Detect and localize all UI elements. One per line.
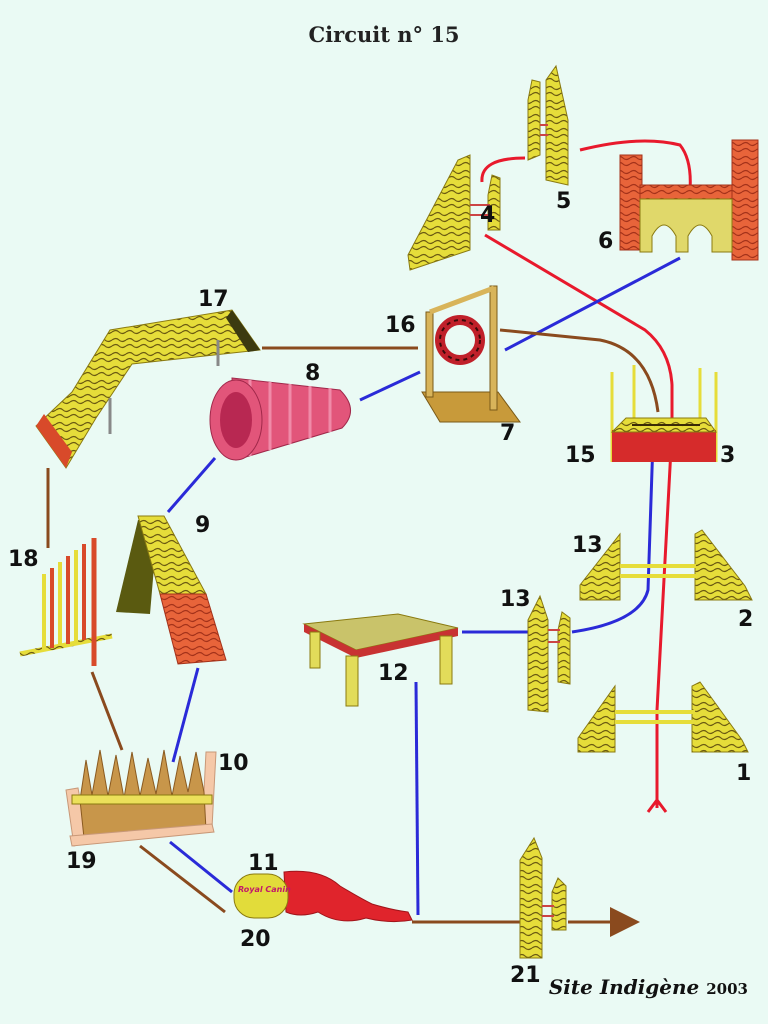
- obstacle-13: 13: [500, 587, 571, 713]
- obstacle-4: 4: [407, 154, 501, 271]
- table-icon: [302, 613, 459, 707]
- obstacle-6: 6: [598, 139, 759, 261]
- path-red-5-6: [579, 139, 692, 191]
- obstacle-20: 20: [240, 927, 271, 952]
- wing-jump-icon: [407, 154, 501, 271]
- obstacle-9: 9: [116, 513, 227, 665]
- path-red-start-fork: [646, 797, 668, 813]
- obstacle-number: 8: [305, 361, 320, 386]
- weave-poles-icon: [19, 538, 113, 666]
- obstacle-1: 1: [577, 681, 751, 786]
- path-blue-9-10: [171, 667, 200, 763]
- obstacle-number: 3: [720, 443, 735, 468]
- obstacle-2: 2: [738, 607, 753, 632]
- page-title: Circuit n° 15: [308, 22, 460, 47]
- path-red-start: [484, 233, 674, 808]
- obstacle-number: 5: [556, 189, 571, 214]
- obstacle-8: 8: [209, 361, 351, 461]
- path-blue-11-12: [414, 681, 420, 916]
- path-red-4-5: [480, 156, 526, 183]
- obstacle-11: Royal Canin 11: [233, 851, 413, 923]
- obstacle-number: 11: [248, 851, 279, 876]
- dog-walk-icon: [35, 309, 261, 469]
- spread-jump-icon: [579, 529, 753, 601]
- path-blue-13-14: [571, 439, 655, 634]
- obstacle-number: 10: [218, 751, 249, 776]
- chute-brand-label: Royal Canin: [238, 885, 291, 894]
- obstacle-12: 12: [302, 613, 459, 707]
- path-blue-10-11: [169, 840, 233, 894]
- obstacle-number: 1: [736, 761, 751, 786]
- obstacle-number: 19: [66, 849, 97, 874]
- credit-text: Site Indigène: [548, 975, 700, 999]
- obstacle-7: 7: [500, 421, 515, 446]
- obstacle-3: 3: [720, 443, 735, 468]
- obstacle-17: 17: [35, 287, 261, 469]
- obstacle-number: 4: [480, 203, 495, 228]
- chute-tunnel-icon: Royal Canin: [233, 870, 413, 923]
- wall-arch-icon: [619, 139, 759, 261]
- path-lines: [46, 139, 692, 937]
- obstacle-number: 2: [738, 607, 753, 632]
- path-brown-18-19: [90, 671, 124, 751]
- credit-year: 2003: [706, 980, 748, 998]
- obstacle-14: 13: [572, 529, 753, 601]
- obstacle-number: 6: [598, 229, 613, 254]
- path-blue-7-8: [359, 370, 421, 402]
- wing-jump-icon: [527, 64, 569, 186]
- obstacle-19: 19: [66, 849, 97, 874]
- site-credit: Site Indigène 2003: [549, 975, 748, 999]
- path-blue-8-9: [166, 457, 217, 513]
- obstacle-number: 13: [500, 587, 531, 612]
- obstacle-16: 16: [385, 285, 521, 423]
- obstacle-number: 9: [195, 513, 210, 538]
- obstacle-number: 7: [500, 421, 515, 446]
- path-brown-19-20: [139, 844, 226, 914]
- obstacle-number: 12: [378, 661, 409, 686]
- obstacle-number: 21: [510, 963, 541, 988]
- obstacle-10: 10: [65, 749, 249, 847]
- tire-jump-icon: [421, 285, 521, 423]
- obstacle-number: 15: [565, 443, 596, 468]
- wing-jump-icon: [527, 594, 571, 713]
- wing-jump-icon: [519, 836, 567, 959]
- obstacle-18: 18: [8, 538, 113, 666]
- a-frame-icon: [116, 515, 227, 665]
- brush-jump-icon: [65, 749, 217, 847]
- spread-jump-icon: [577, 681, 749, 753]
- obstacle-21: 21: [510, 836, 567, 988]
- obstacle-number: 18: [8, 547, 39, 572]
- obstacle-number: 16: [385, 313, 416, 338]
- obstacle-15: 15: [565, 365, 718, 468]
- obstacle-5: 5: [527, 64, 571, 214]
- suspension-bridge-icon: [610, 365, 718, 462]
- path-brown-15-16: [499, 328, 660, 413]
- obstacle-number: 20: [240, 927, 271, 952]
- obstacle-number: 13: [572, 533, 603, 558]
- obstacle-number: 17: [198, 287, 229, 312]
- tunnel-icon: [209, 377, 351, 461]
